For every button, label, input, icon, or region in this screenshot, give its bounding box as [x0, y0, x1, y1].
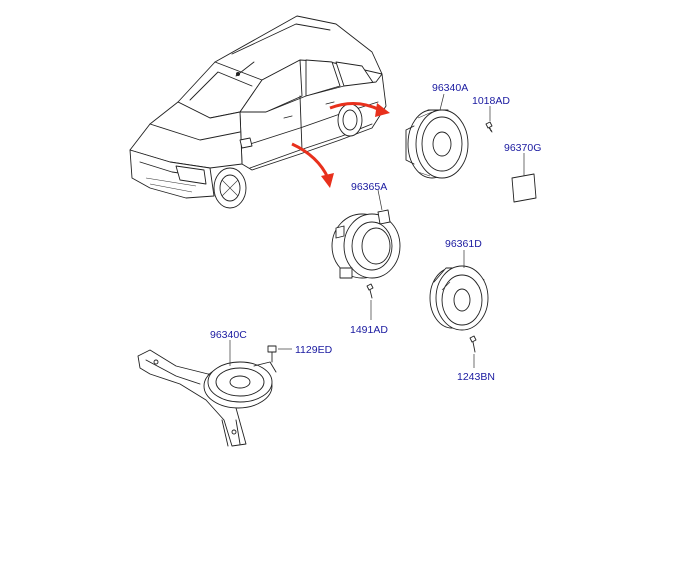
part-label-96340A[interactable]: 96340A — [432, 82, 468, 94]
screw-icon[interactable] — [469, 335, 477, 353]
part-label-96365A[interactable]: 96365A — [351, 181, 387, 193]
leader-96340A — [439, 93, 445, 111]
part-label-1243BN[interactable]: 1243BN — [457, 371, 495, 383]
screw-icon[interactable] — [485, 121, 493, 133]
subwoofer-with-bracket-icon[interactable] — [137, 349, 277, 447]
bolt-icon[interactable] — [267, 345, 277, 363]
part-label-96340C[interactable]: 96340C — [210, 329, 247, 341]
front-door-speaker-icon[interactable] — [405, 109, 469, 179]
car-illustration — [129, 15, 387, 209]
part-label-1018AD[interactable]: 1018AD — [472, 95, 510, 107]
part-label-96361D[interactable]: 96361D — [445, 238, 482, 250]
part-label-96370G[interactable]: 96370G — [504, 142, 541, 154]
speaker-adapter-bracket-icon[interactable] — [331, 209, 401, 279]
screw-icon[interactable] — [366, 283, 374, 299]
rear-door-speaker-icon[interactable] — [429, 265, 489, 331]
part-label-1491AD[interactable]: 1491AD — [350, 324, 388, 336]
speaker-grille-pad-icon[interactable] — [511, 173, 537, 203]
location-arrows — [291, 102, 390, 188]
leader-96365A — [377, 189, 383, 211]
part-label-1129ED[interactable]: 1129ED — [295, 344, 333, 356]
